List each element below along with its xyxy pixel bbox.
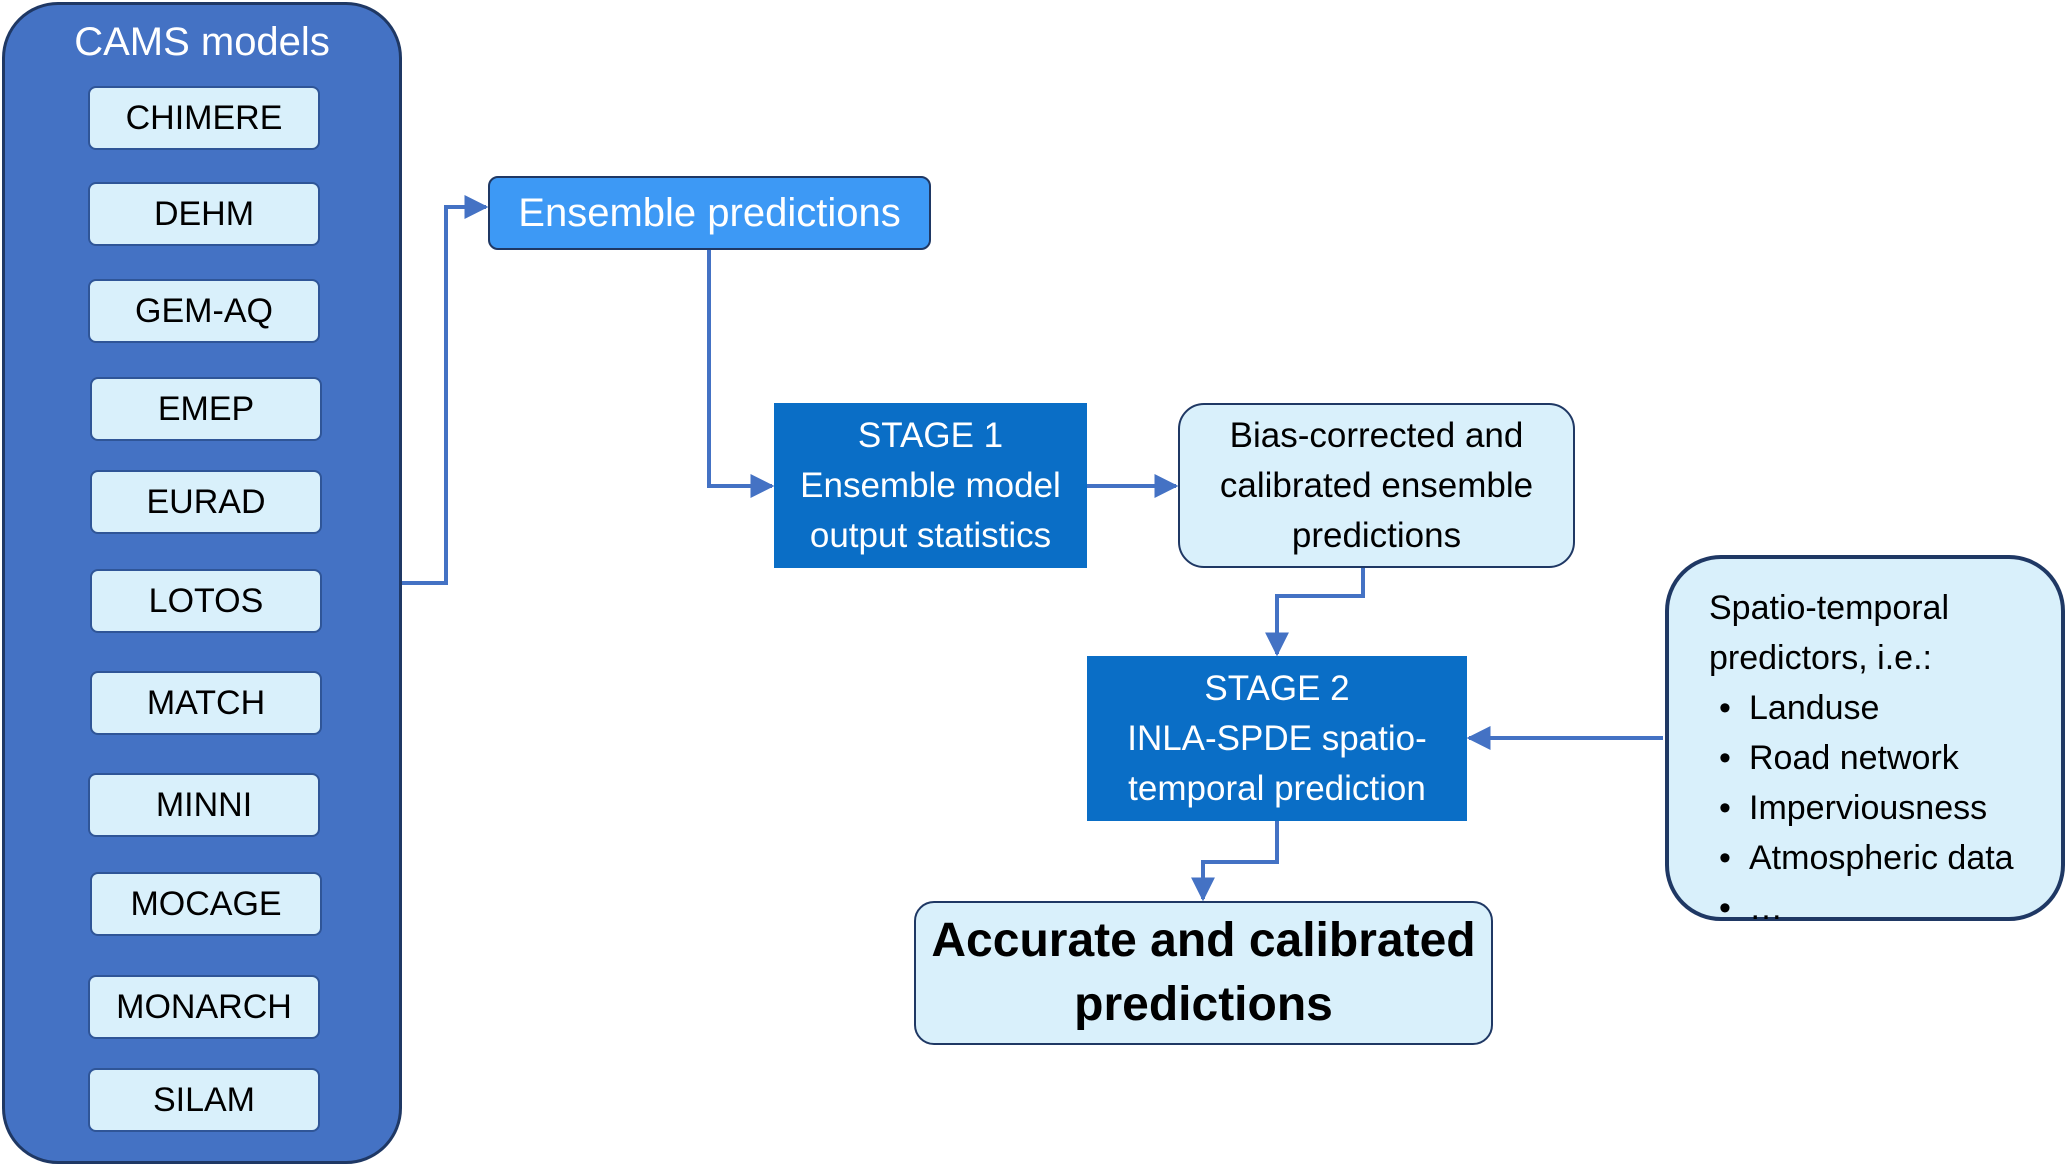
- stage1-text-line3: output statistics: [809, 515, 1052, 555]
- model-chimere: CHIMERE: [88, 86, 320, 150]
- spatio-temporal-predictors-box: Spatio-temporal predictors, i.e.: Landus…: [1665, 555, 2065, 933]
- predictor-item-imperviousness: Imperviousness: [1709, 783, 2061, 833]
- bias-corrected-box: Bias-corrected and calibrated ensemble p…: [1178, 403, 1575, 568]
- bias-text-line3: predictions: [1291, 515, 1462, 555]
- model-eurad: EURAD: [90, 470, 322, 534]
- stage2-box: STAGE 2 INLA-SPDE spatio- temporal predi…: [1087, 656, 1467, 821]
- predictor-item-landuse: Landuse: [1709, 683, 2061, 733]
- cams-models-title: CAMS models: [74, 20, 330, 64]
- predictor-item-ellipsis: …: [1709, 883, 2061, 933]
- arrow-stage2-to-accurate: [1191, 821, 1279, 902]
- accurate-text-line2: predictions: [1074, 978, 1333, 1031]
- stage2-text-line3: temporal prediction: [1128, 768, 1426, 808]
- stage1-box: STAGE 1 Ensemble model output statistics: [774, 403, 1087, 568]
- model-silam: SILAM: [88, 1068, 320, 1132]
- stage2-text-line2: INLA-SPDE spatio-: [1127, 718, 1427, 758]
- predictor-list: Landuse Road network Imperviousness Atmo…: [1709, 683, 2061, 933]
- stage2-title: STAGE 2: [1204, 668, 1350, 708]
- model-mocage: MOCAGE: [90, 872, 322, 936]
- model-match: MATCH: [90, 671, 322, 735]
- model-emep: EMEP: [90, 377, 322, 441]
- arrow-cams-to-ensemble: [402, 195, 489, 585]
- spatio-text-line2: predictors, i.e.:: [1709, 639, 1932, 677]
- model-monarch: MONARCH: [88, 975, 320, 1039]
- accurate-predictions-box: Accurate and calibrated predictions: [914, 901, 1493, 1045]
- ensemble-predictions-label: Ensemble predictions: [518, 190, 901, 235]
- accurate-text-line1: Accurate and calibrated: [931, 914, 1476, 967]
- stage1-title: STAGE 1: [857, 415, 1004, 455]
- spatio-text-line1: Spatio-temporal: [1709, 589, 1950, 627]
- predictor-item-road-network: Road network: [1709, 733, 2061, 783]
- ensemble-predictions-box: Ensemble predictions: [488, 176, 931, 250]
- bias-text-line1: Bias-corrected and: [1229, 415, 1524, 455]
- arrow-ensemble-to-stage1: [707, 250, 775, 498]
- model-minni: MINNI: [88, 773, 320, 837]
- model-gem-aq: GEM-AQ: [88, 279, 320, 343]
- arrow-bias-to-stage2: [1265, 568, 1365, 657]
- bias-text-line2: calibrated ensemble: [1219, 465, 1534, 505]
- model-lotos: LOTOS: [90, 569, 322, 633]
- stage1-text-line2: Ensemble model: [800, 465, 1061, 505]
- model-dehm: DEHM: [88, 182, 320, 246]
- predictor-item-atmospheric-data: Atmospheric data: [1709, 833, 2061, 883]
